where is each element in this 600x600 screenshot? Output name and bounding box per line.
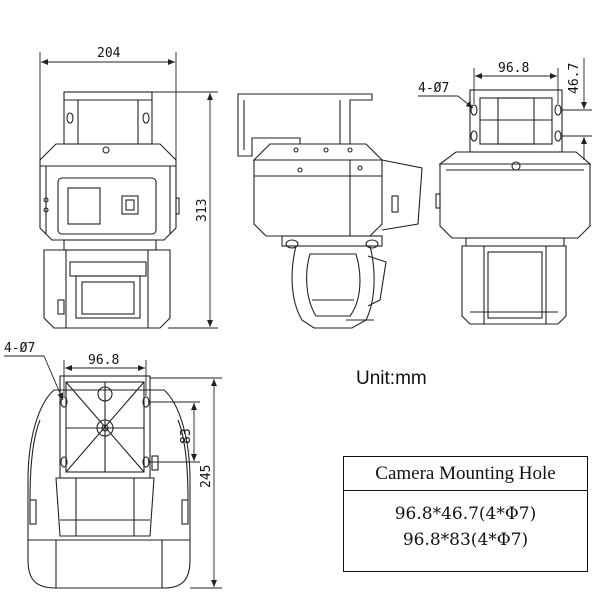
mounting-hole-row: 96.8*46.7(4*Φ7) bbox=[394, 504, 537, 524]
base-pitch-x-label: 96.8 bbox=[88, 353, 119, 368]
front-height-label: 313 bbox=[195, 199, 210, 222]
top-hole-label: 4-Ø7 bbox=[418, 81, 449, 96]
base-pitch-y-dimension bbox=[148, 401, 200, 463]
base-hole-leader bbox=[4, 355, 64, 401]
base-height-dimension bbox=[150, 377, 222, 589]
front-height-dimension bbox=[150, 91, 218, 329]
top-hole-leader bbox=[418, 95, 474, 109]
top-pitch-x-dimension bbox=[473, 68, 559, 104]
top-pitch-x-label: 96.8 bbox=[498, 61, 529, 76]
base-hole-label: 4-Ø7 bbox=[4, 341, 35, 356]
side-view bbox=[237, 93, 423, 329]
top-pitch-y-label: 46.7 bbox=[567, 63, 582, 94]
front-view bbox=[39, 91, 180, 329]
mounting-hole-row: 96.8*83(4*Φ7) bbox=[402, 530, 529, 550]
top-pitch-y-dimension bbox=[562, 58, 592, 160]
base-pitch-y-label: 83 bbox=[179, 428, 194, 444]
mounting-hole-table-title: Camera Mounting Hole bbox=[344, 457, 587, 491]
front-width-label: 204 bbox=[97, 46, 121, 61]
rear-view bbox=[435, 89, 592, 325]
unit-label: Unit:mm bbox=[356, 368, 427, 389]
front-width-dimension bbox=[39, 52, 177, 160]
base-view bbox=[27, 375, 191, 589]
base-height-label: 245 bbox=[199, 465, 214, 488]
base-pitch-x-dimension bbox=[63, 360, 147, 396]
mounting-hole-table: Camera Mounting Hole 96.8*46.7(4*Φ7) 96.… bbox=[343, 456, 588, 572]
